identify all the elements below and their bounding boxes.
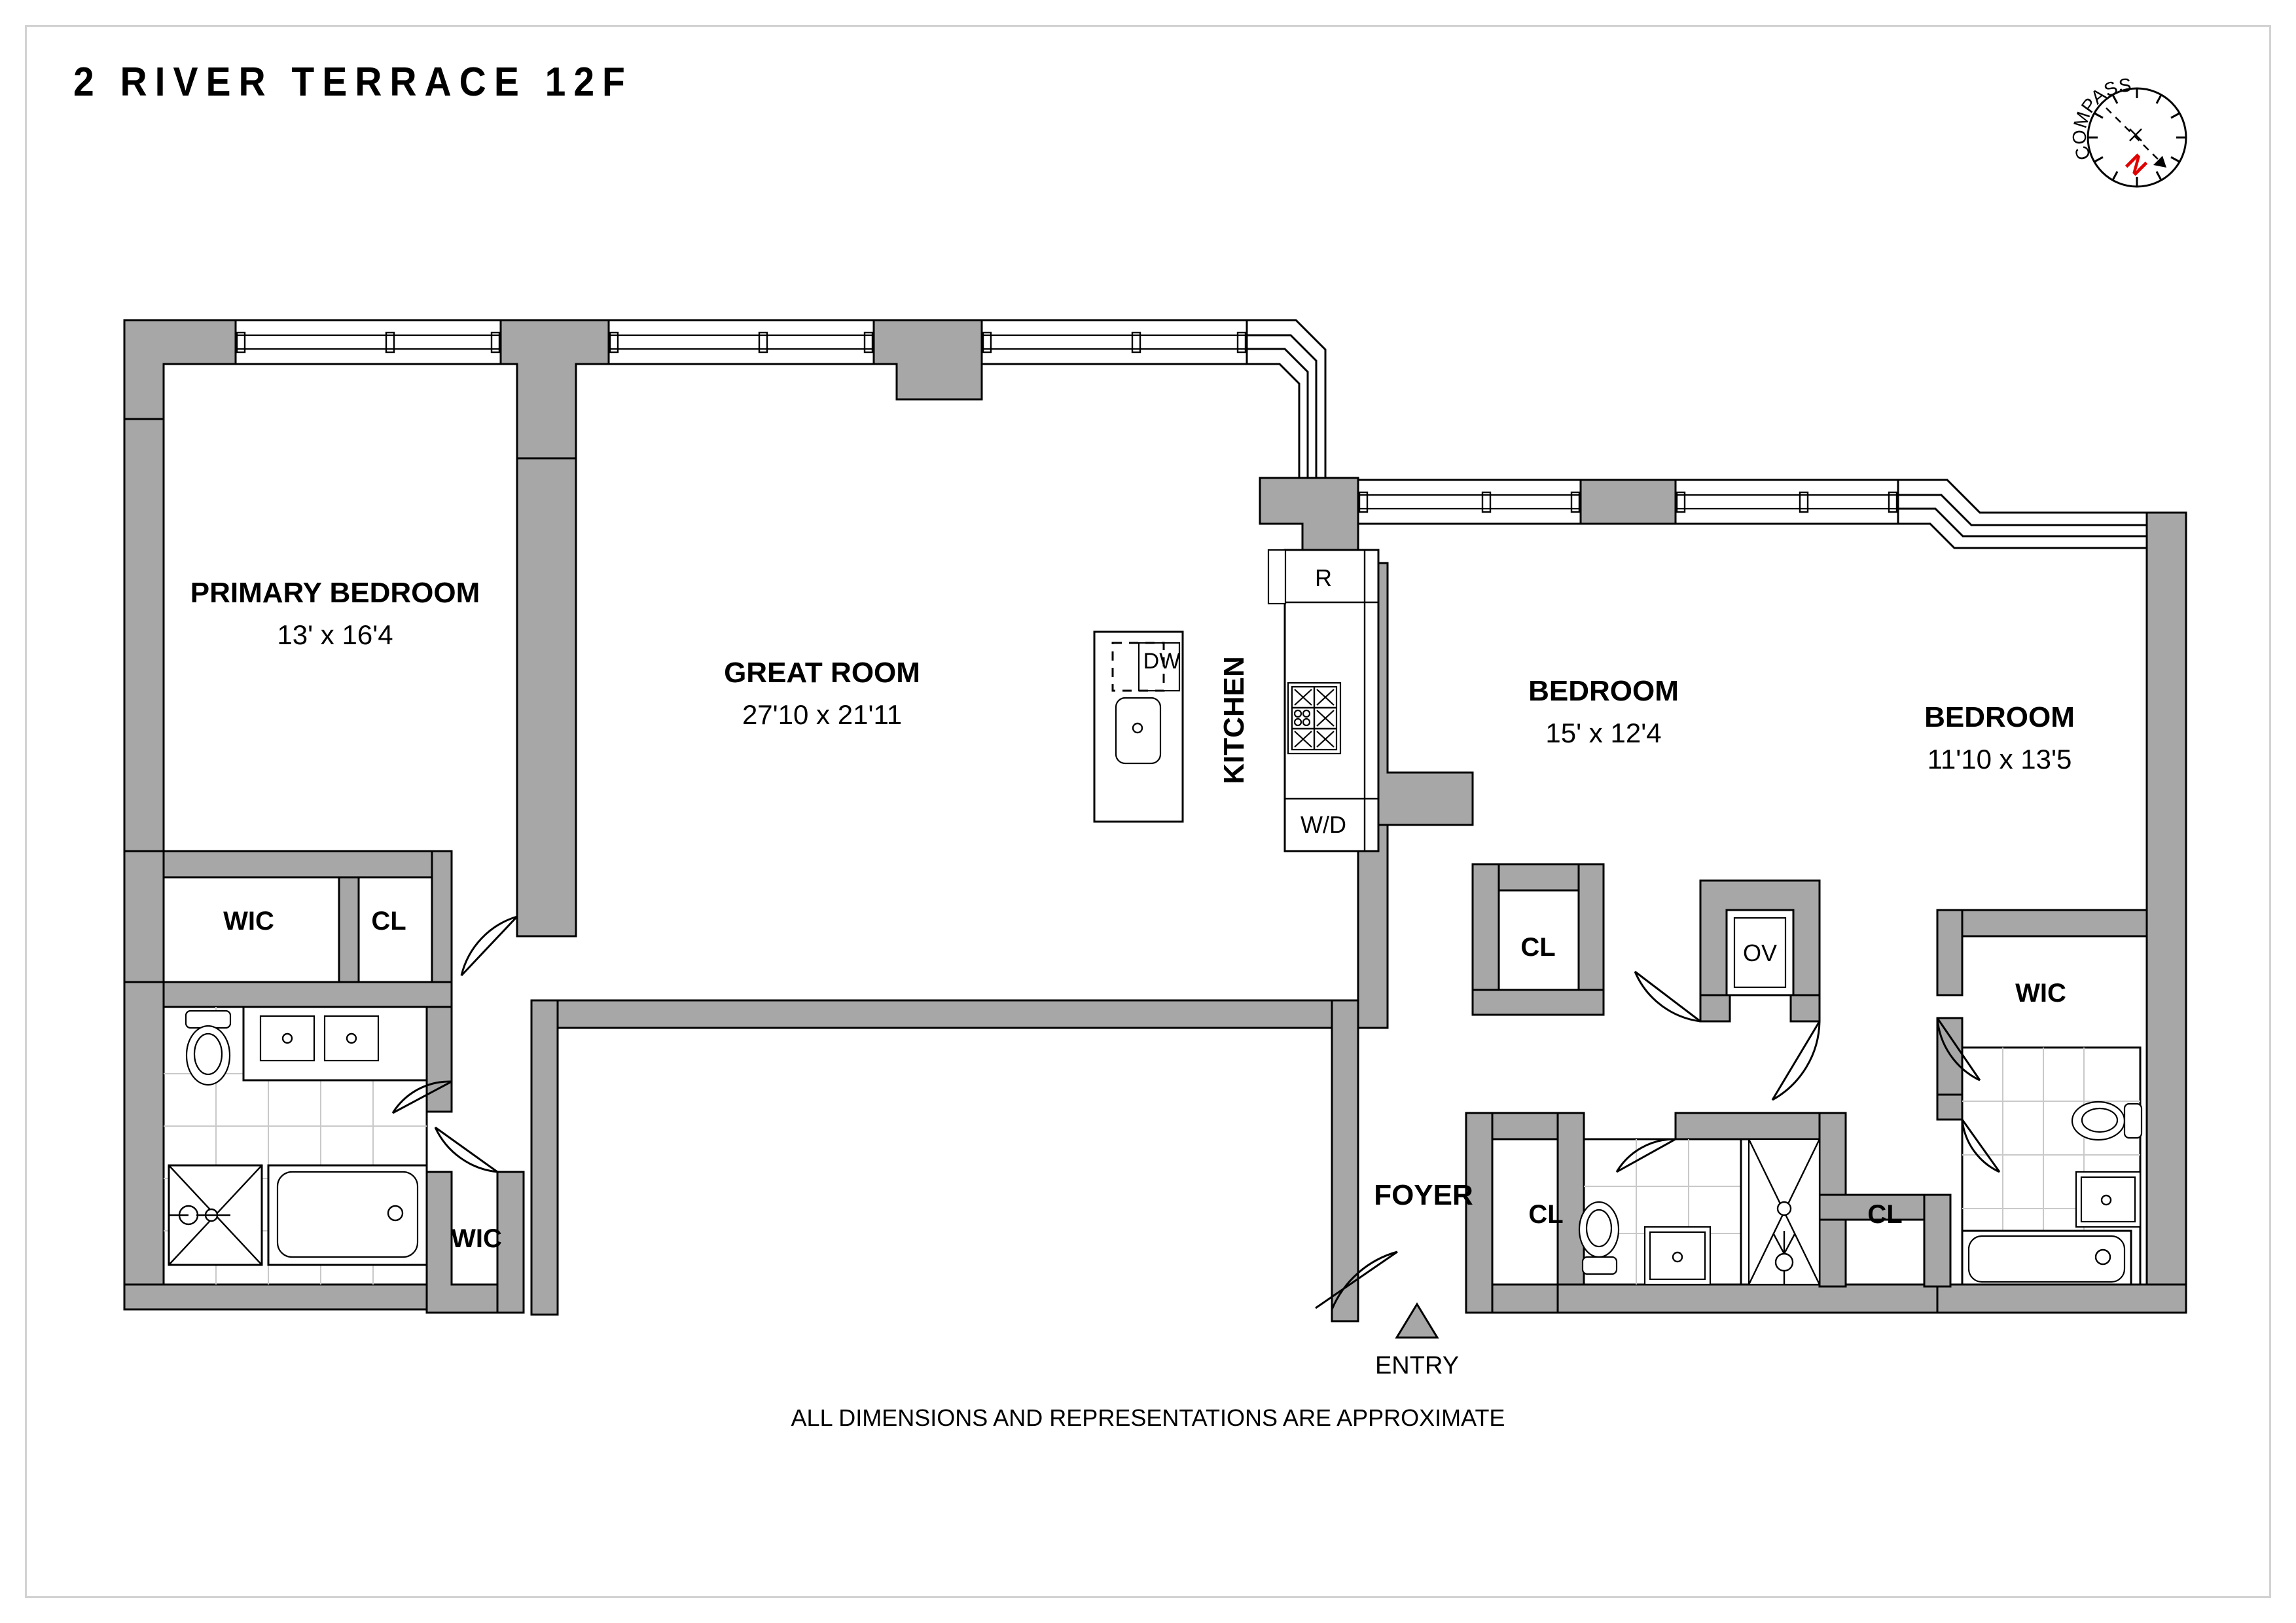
room-label-great-room: GREAT ROOM <box>724 657 920 689</box>
wall-great-room-ne-step <box>1247 319 1327 498</box>
fridge-edge <box>1267 549 1287 605</box>
room-label-foyer: FOYER <box>1374 1179 1473 1211</box>
door-bath3 <box>1961 1119 2001 1173</box>
vanity-sink-left <box>259 1015 315 1062</box>
cooktop-icon <box>1287 682 1342 755</box>
sink-bath3 <box>2075 1171 2142 1228</box>
wall-primary-bath-right <box>425 1006 453 1113</box>
wall-pier-primary-great <box>499 319 610 460</box>
room-dim-bedroom-3: 11'10 x 13'5 <box>1928 744 2072 775</box>
door-bedroom-2 <box>1634 970 1701 1023</box>
closet-label-primary-cl: CL <box>371 907 406 936</box>
wall-corridor-left <box>530 999 559 1316</box>
shower-primary <box>168 1164 263 1266</box>
entry-marker: ENTRY <box>1375 1302 1459 1379</box>
door-bedroom-3 <box>1936 1017 1981 1082</box>
wall-primary-bath-bottom <box>123 1283 453 1311</box>
wall-pier-great-mid <box>872 319 983 401</box>
door-hall-wd <box>1771 1021 1821 1101</box>
wall-primary-closet-divider <box>338 876 360 983</box>
appliance-label-washer-dryer: OV <box>1743 939 1777 966</box>
room-dim-great-room: 27'10 x 21'11 <box>742 699 902 730</box>
page-title: 2 RIVER TERRACE 12F <box>73 60 633 105</box>
wall-bath2-bottom <box>1556 1283 1939 1314</box>
wall-primary-closet-top <box>124 850 453 879</box>
wall-right-wing-ne-step <box>1898 479 2147 549</box>
wall-exterior-right <box>2145 511 2187 1314</box>
wall-exterior-top-left <box>123 319 237 420</box>
washer-dryer-unit: OV <box>1725 909 1795 996</box>
compass-rose: N COMPASS <box>2070 75 2187 188</box>
primary-bathroom <box>162 1006 428 1286</box>
window-bedroom3 <box>1674 479 1899 525</box>
wall-primary-great-divider <box>516 457 577 938</box>
bathtub-primary <box>267 1164 428 1266</box>
bathroom-2 <box>1578 1138 1821 1286</box>
wall-wd-bottom-r <box>1789 994 1821 1023</box>
closet-label-bed3-wic: WIC <box>2015 979 2066 1008</box>
wall-primary-bath-left <box>123 981 165 1311</box>
window-bedroom2 <box>1357 479 1582 525</box>
toilet-bath3 <box>2071 1101 2143 1141</box>
closet-label-primary-wic: WIC <box>223 907 274 936</box>
wall-lower-wic-right <box>496 1171 525 1314</box>
door-lower-wic <box>434 1126 498 1173</box>
footer-disclaimer: ALL DIMENSIONS AND REPRESENTATIONS ARE A… <box>791 1404 1505 1431</box>
door-entry <box>1315 1250 1398 1310</box>
wall-primary-bath-top <box>123 981 453 1008</box>
appliance-label-dishwasher: DW <box>1143 649 1181 674</box>
kitchen-counter-run: R W/D <box>1267 549 1380 852</box>
wall-wd-bottom-l <box>1699 994 1731 1023</box>
room-dim-bedroom-2: 15' x 12'4 <box>1545 718 1661 748</box>
wall-foyer-right <box>1465 1112 1494 1314</box>
wall-pier-bed2-bed3 <box>1579 479 1677 525</box>
window-great-room-2 <box>980 319 1248 365</box>
closet-label-bath2-cl: CL <box>1867 1200 1902 1229</box>
window-great-room-1 <box>607 319 875 365</box>
dishwasher-outline <box>1111 642 1165 692</box>
wall-primary-closet-right <box>431 850 453 983</box>
bathroom-3 <box>1961 1046 2143 1286</box>
wall-bed2-cl-bottom <box>1471 989 1605 1016</box>
sink-bath2 <box>1643 1226 1712 1286</box>
wall-corridor-right <box>1331 999 1359 1322</box>
wall-exterior-left <box>123 418 165 990</box>
wall-kitchen-lower <box>1357 824 1389 1029</box>
closet-label-foyer-cl: CL <box>1528 1200 1563 1229</box>
room-label-bedroom-2: BEDROOM <box>1528 675 1679 707</box>
wall-cl-bath2-right <box>1923 1194 1952 1288</box>
toilet-bath2 <box>1578 1201 1620 1275</box>
door-primary-bath <box>391 1080 452 1114</box>
toilet-primary <box>185 1010 232 1086</box>
kitchen-island: DW <box>1093 630 1184 823</box>
room-label-primary-bedroom: PRIMARY BEDROOM <box>190 577 480 609</box>
appliance-label-refrigerator: R <box>1315 564 1332 591</box>
vanity-sink-right <box>323 1015 380 1062</box>
appliance-label-oven: W/D <box>1300 811 1346 838</box>
wall-bed3-wic-top <box>1937 909 2148 938</box>
closet-label-bed2-cl: CL <box>1520 933 1555 962</box>
bathtub-bath3 <box>1961 1230 2132 1286</box>
shower-bath2 <box>1740 1138 1821 1286</box>
room-label-kitchen: KITCHEN <box>1218 656 1250 784</box>
room-label-bedroom-3: BEDROOM <box>1924 701 2075 733</box>
door-primary-bedroom <box>460 915 518 977</box>
room-dim-primary-bedroom: 13' x 16'4 <box>277 619 393 650</box>
window-left <box>234 319 502 365</box>
wall-bed3-wic-left <box>1936 909 1964 996</box>
closet-label-hall-wic: WIC <box>451 1224 502 1253</box>
wall-corridor-top <box>530 999 1359 1029</box>
entry-label: ENTRY <box>1375 1352 1459 1379</box>
door-bath2 <box>1615 1138 1676 1173</box>
